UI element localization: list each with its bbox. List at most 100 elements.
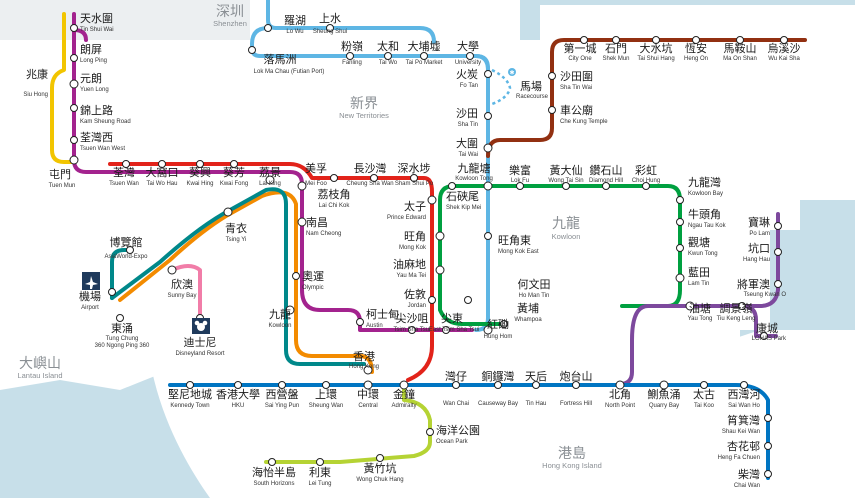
label-airport-en: Airport — [81, 305, 99, 311]
label-causeway-bay: 銅鑼灣 — [482, 369, 515, 383]
label-tai-wai-en: Tai Wai — [459, 152, 478, 158]
interchange-marker — [69, 79, 79, 89]
station-marker — [780, 36, 788, 44]
station-marker — [442, 326, 450, 334]
label-chai-wan-en: Chai Wan — [734, 483, 760, 489]
label-diamond-hill: 鑽石山 — [590, 163, 623, 177]
label-hong-kong: 香港 — [353, 350, 375, 363]
label-whampoa: 黃埔 — [517, 302, 539, 315]
lantau-land — [0, 270, 170, 390]
station-marker — [580, 36, 588, 44]
label-tiu-keng-leng-en: Tiu Keng Leng — [717, 316, 756, 322]
label-tin-hau: 天后 — [525, 370, 547, 383]
label-tai-wo-en: Tai Wo — [379, 60, 398, 66]
label-che-kung-temple: 車公廟 — [560, 103, 593, 117]
label-kwai-fong-en: Kwai Fong — [220, 181, 248, 187]
station-marker — [70, 136, 78, 144]
interchange-marker — [675, 273, 685, 283]
label-lok-fu-en: Lok Fu — [511, 178, 529, 184]
label-sheung-shui: 上水 — [319, 12, 341, 25]
label-mei-foo-en: Mei Foo — [305, 181, 327, 187]
label-austin: 柯士甸 — [366, 308, 399, 321]
station-markers — [69, 24, 788, 478]
label-heng-on-en: Heng On — [684, 56, 708, 62]
label-sheung-wan: 上環 — [315, 388, 337, 401]
station-marker — [676, 244, 684, 252]
label-north-point: 北角 — [609, 388, 631, 401]
svg-text:✱: ✱ — [509, 70, 514, 77]
label-siu-hong: 兆康 — [26, 67, 48, 81]
label-tung-chung-en: Tung Chung — [106, 336, 139, 342]
station-marker — [464, 296, 472, 304]
station-marker — [494, 381, 502, 389]
label-fanling: 粉嶺 — [341, 40, 363, 53]
label-wan-chai: 灣仔 — [445, 370, 467, 383]
label-prince-edward-en: Prince Edward — [387, 215, 426, 221]
label-chai-wan: 柴灣 — [738, 467, 760, 481]
label-tin-shui-wai: 天水圍 — [80, 12, 113, 25]
ma-on-shan-line — [486, 38, 807, 158]
interchange-marker — [363, 365, 373, 375]
label-choi-hung-en: Choi Hung — [632, 178, 660, 184]
airport-icon — [82, 272, 100, 290]
label-sha-tin-wai: 沙田圍 — [560, 70, 593, 83]
label-che-kung-temple-en: Che Kung Temple — [560, 119, 608, 125]
label-ho-man-tin-en: Ho Man Tin — [519, 293, 550, 299]
interchange-marker — [435, 265, 445, 275]
label-kowloon-tong-en: Kowloon Tong — [455, 176, 493, 182]
label-quarry-bay: 鰂魚涌 — [648, 387, 681, 401]
label-fortress-hill-en: Fortress Hill — [560, 401, 592, 407]
label-ma-on-shan-en: Ma On Shan — [723, 56, 757, 62]
label-kennedy-town-en: Kennedy Town — [170, 403, 209, 409]
east-rail-line-main — [328, 54, 490, 332]
station-marker — [764, 470, 772, 478]
label-tai-wo: 太和 — [377, 40, 399, 53]
label-hung-hom-en: Hung Hom — [484, 334, 513, 340]
label-admiralty-en: Admiralty — [391, 403, 416, 409]
label-ngau-tau-kok: 牛頭角 — [688, 207, 721, 221]
area-lantau-en: Lantau Island — [17, 371, 62, 380]
label-lohas-park-en: LOHAS Park — [752, 336, 787, 342]
label-tuen-mun-en: Tuen Mun — [49, 183, 76, 189]
area-kowloon-en: Kowloon — [552, 232, 581, 241]
label-lai-chi-kok: 荔枝角 — [318, 187, 351, 201]
station-marker — [676, 196, 684, 204]
label-yau-ma-tei: 油麻地 — [393, 257, 426, 271]
label-lo-wu: 羅湖 — [284, 14, 306, 27]
label-prince-edward: 太子 — [404, 200, 426, 213]
label-east-tsim-sha-tsui: 尖東 — [441, 312, 463, 325]
station-marker — [466, 52, 474, 60]
label-hku-en: HKU — [232, 403, 245, 409]
label-tseung-kwan-o-en: Tseung Kwan O — [744, 292, 787, 298]
interchange-marker — [483, 181, 493, 191]
label-wong-tai-sin-en: Wong Tai Sin — [548, 178, 583, 184]
station-marker — [562, 182, 570, 190]
station-marker — [484, 232, 492, 240]
west-rail-line — [72, 12, 474, 332]
label-racecourse: 馬場 — [520, 80, 542, 93]
label-hung-hom: 紅磡 — [487, 318, 509, 331]
station-marker — [548, 72, 556, 80]
label-tsuen-wan-west-en: Tsuen Wan West — [80, 146, 125, 152]
label-kwai-fong: 葵芳 — [223, 165, 245, 179]
label-tai-shui-hang-en: Tai Shui Hang — [637, 56, 674, 62]
interchange-marker — [483, 325, 493, 335]
station-marker — [196, 160, 204, 168]
interchange-marker — [223, 207, 233, 217]
label-university-en: University — [455, 60, 481, 66]
label-tai-po-market-en: Tai Po Market — [406, 60, 443, 66]
label-lei-tung-en: Lei Tung — [308, 481, 331, 487]
label-tsuen-wan-west: 荃灣西 — [80, 130, 113, 144]
label-asiaworld-expo: 博覽館 — [110, 235, 143, 249]
label-olympic-en: Olympic — [302, 285, 324, 291]
station-marker — [126, 246, 134, 254]
label-mong-kok: 旺角 — [404, 230, 426, 243]
label-kowloon-en: Kowloon — [268, 323, 291, 329]
label-sham-shui-po-en: Sham Shui Po — [395, 181, 434, 187]
label-shek-kip-mei: 石硤尾 — [446, 190, 479, 203]
station-marker — [158, 160, 166, 168]
label-yau-tong-en: Yau Tong — [688, 316, 713, 322]
label-heng-fa-chuen-en: Heng Fa Chuen — [718, 455, 760, 461]
label-ho-man-tin: 何文田 — [518, 277, 551, 291]
label-kam-sheung-road: 錦上路 — [80, 103, 113, 117]
